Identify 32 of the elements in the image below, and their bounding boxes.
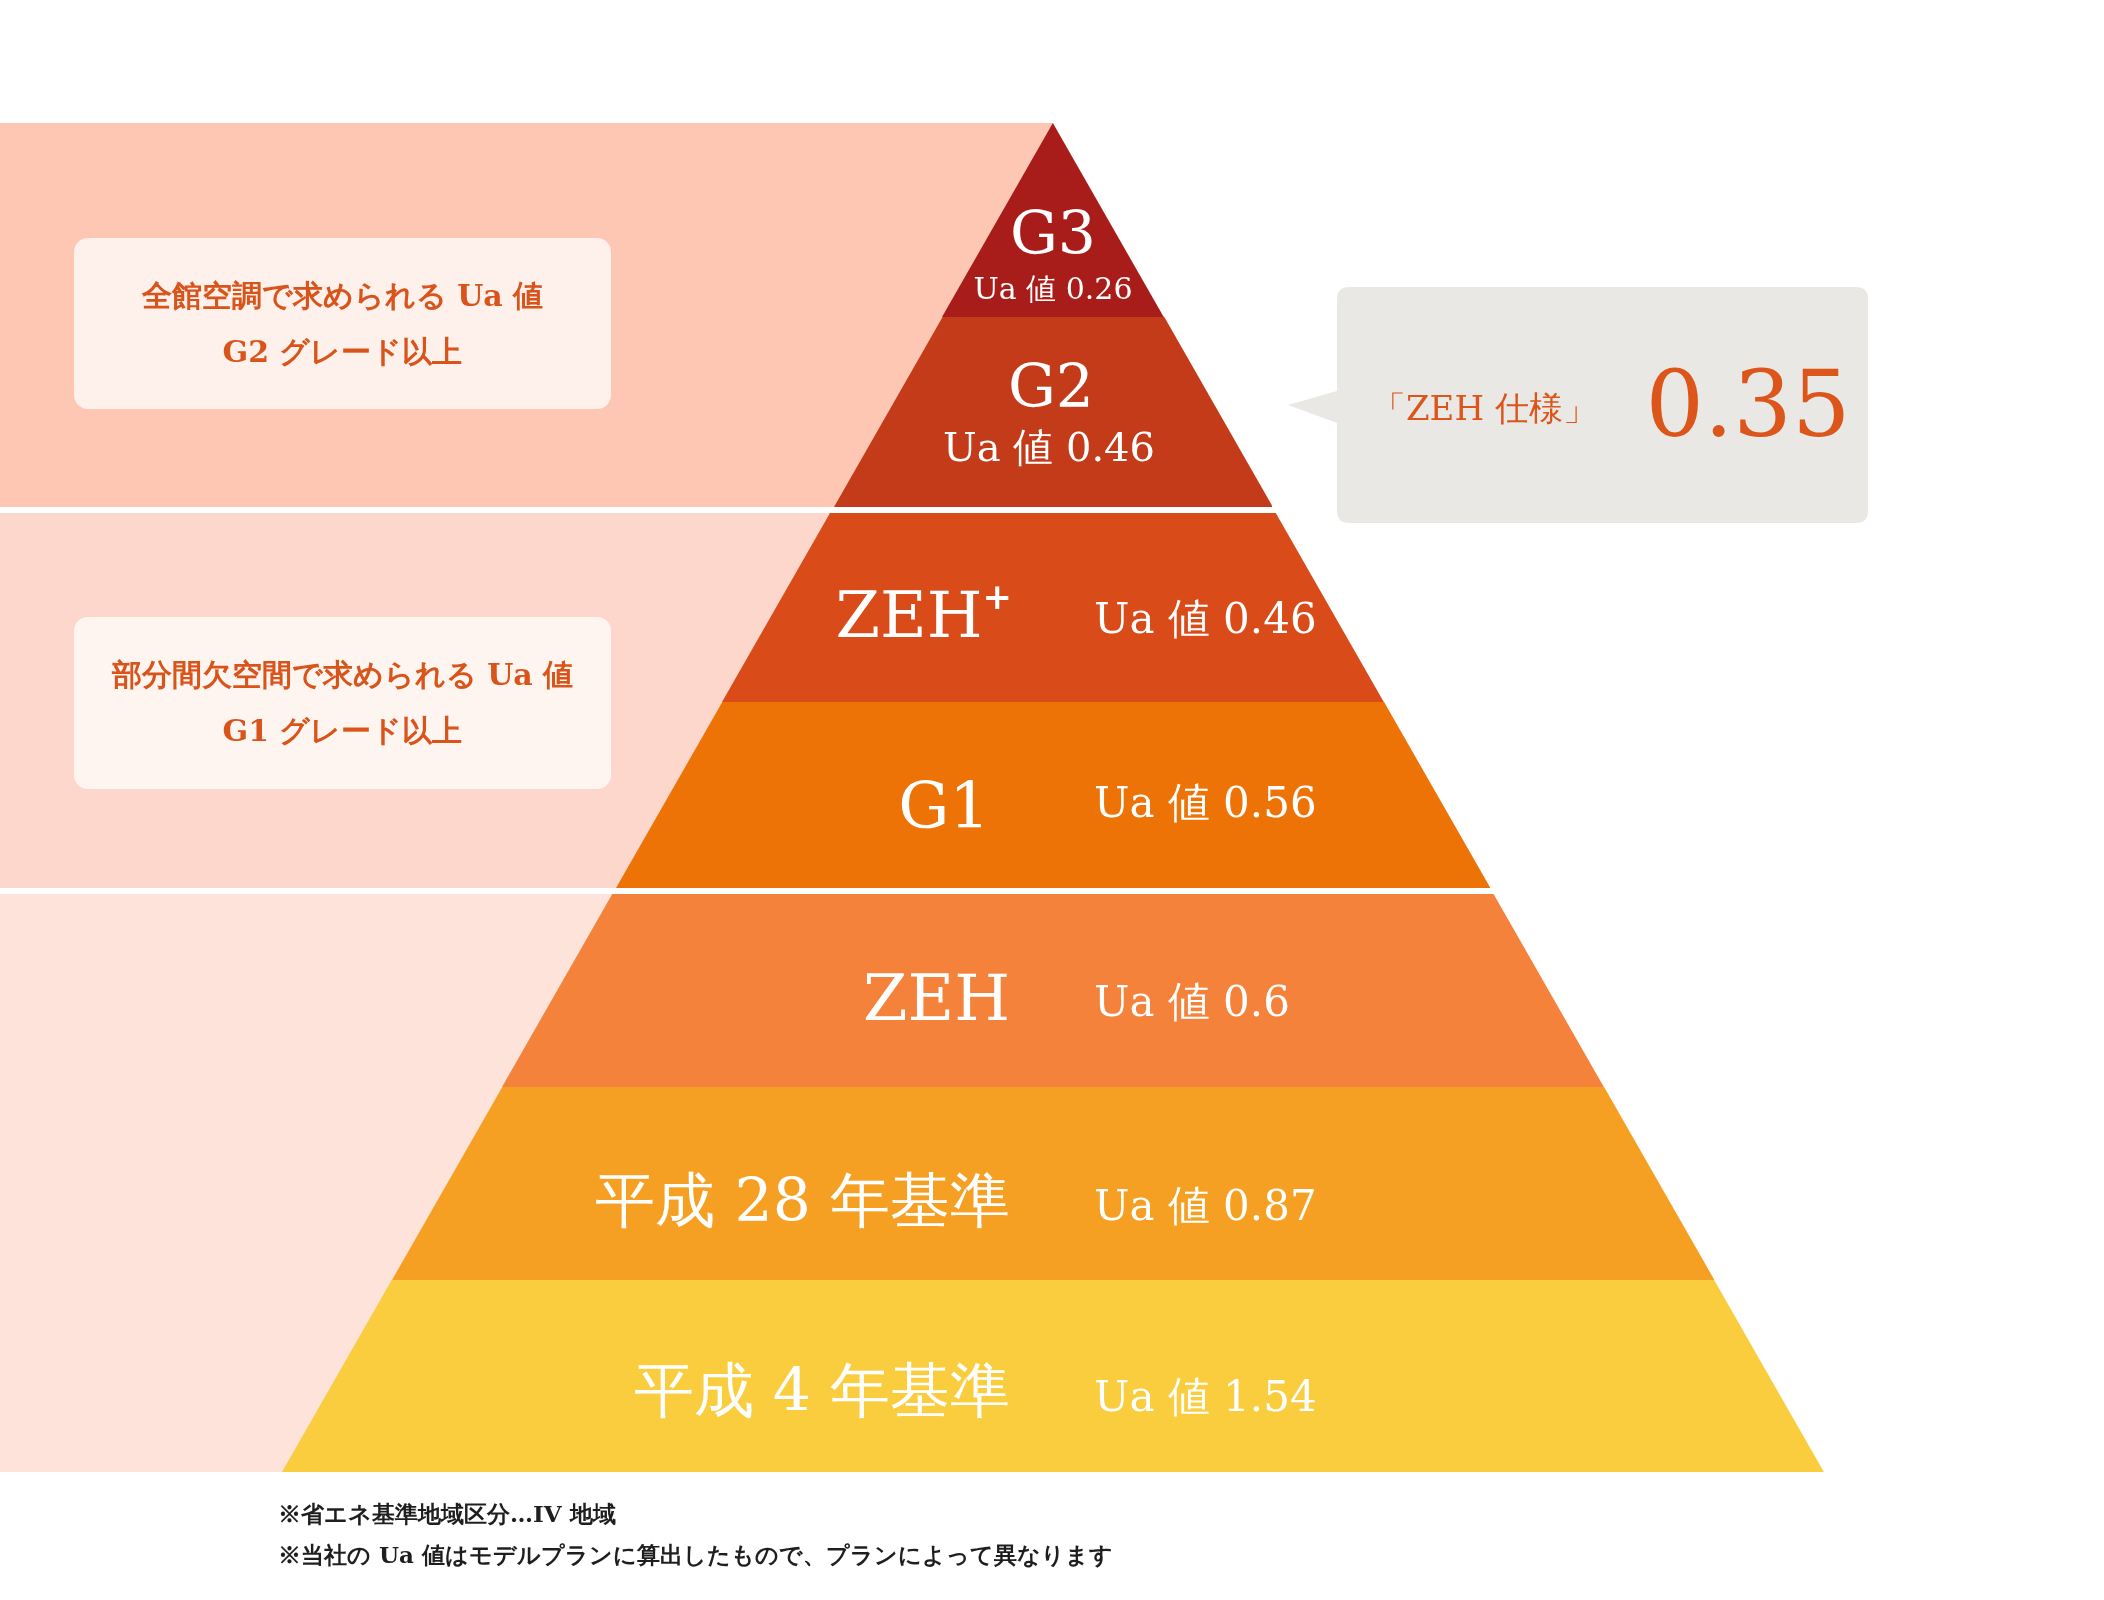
ua-value: 0.35 xyxy=(1645,359,1851,451)
note-text: G1 グレード以上 xyxy=(222,712,463,750)
level-label: 平成 4 年基準 xyxy=(633,1360,1010,1420)
level-label: G2 xyxy=(1007,356,1095,416)
ua-value: Ua 値 0.46 xyxy=(942,427,1155,467)
level-label: ZEH xyxy=(863,966,1010,1030)
spec-label: 「ZEH 仕様」 xyxy=(1372,391,1597,425)
ua-value: Ua 値 0.6 xyxy=(1094,981,1290,1023)
note-text: 全館空調で求められる Ua 値 xyxy=(141,276,544,315)
ua-value: Ua 値 0.56 xyxy=(1094,782,1317,824)
note-card xyxy=(74,238,611,409)
pyramid-tier xyxy=(282,1280,1824,1472)
pyramid-tier xyxy=(502,894,1604,1087)
ua-value: Ua 値 1.54 xyxy=(1094,1376,1317,1418)
level-label: G3 xyxy=(1009,203,1097,263)
level-label: ZEH$^{+}$ xyxy=(835,583,1012,647)
footnote: ※当社の Ua 値はモデルプランに算出したもので、プランによって異なります xyxy=(278,1543,1113,1566)
ua-value: Ua 値 0.46 xyxy=(1094,598,1317,640)
note-text: 部分間欠空間で求められる Ua 値 xyxy=(111,656,574,694)
footnote: ※省エネ基準地域区分…IV 地域 xyxy=(278,1502,616,1525)
level-label: G1 xyxy=(898,774,990,838)
ua-value: Ua 値 0.87 xyxy=(1094,1185,1317,1227)
speech-bubble xyxy=(1288,287,1868,523)
level-label: 平成 28 年基準 xyxy=(595,1170,1010,1230)
ua-value: Ua 値 0.26 xyxy=(973,274,1133,304)
pyramid-tier xyxy=(942,123,1164,317)
pyramid-tier xyxy=(722,513,1384,702)
pyramid-tier xyxy=(391,1087,1715,1280)
pyramid-tier xyxy=(833,317,1273,507)
note-text: G2 グレード以上 xyxy=(222,332,463,371)
pyramid-tier xyxy=(615,702,1491,888)
note-card xyxy=(74,617,611,789)
